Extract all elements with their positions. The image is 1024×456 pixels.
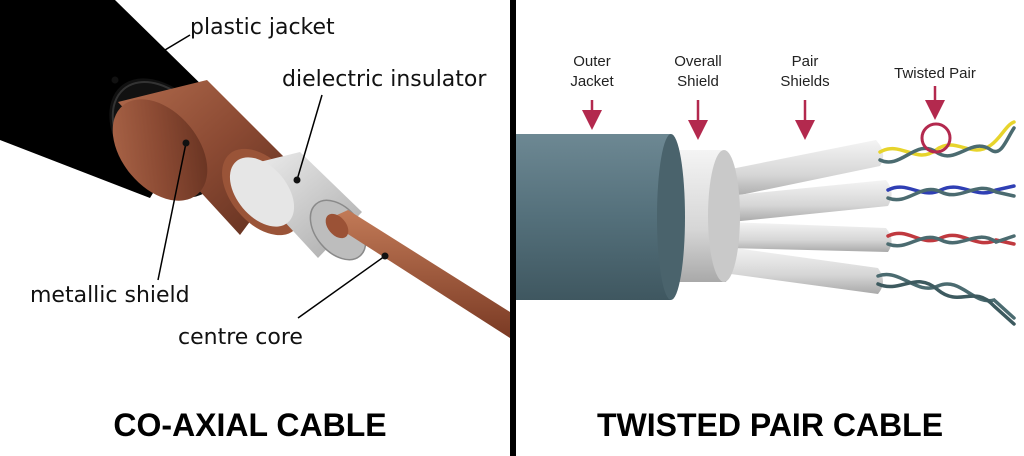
label-pair-shields-line1: Pair [792, 53, 819, 70]
wire-pair4-grey-a [876, 272, 1016, 320]
label-outer-jacket-line2: Jacket [570, 73, 614, 90]
outer-jacket-body [516, 134, 683, 300]
wire-pair1-yellow [878, 120, 1016, 157]
label-pair-shields-line2: Shields [780, 73, 829, 90]
pointer-arrows [582, 86, 945, 140]
label-metallic-shield: metallic shield [30, 283, 190, 308]
label-centre-core: centre core [178, 325, 303, 350]
pair-shield-3 [726, 222, 892, 252]
pair-shield-2 [726, 180, 892, 222]
wire-pair3-red [886, 231, 1016, 246]
coaxial-cable-diagram: plastic jacket dielectric insulator meta… [0, 0, 510, 443]
twisted-pair-highlight-circle [920, 122, 952, 154]
coaxial-cable-panel: plastic jacket dielectric insulator meta… [0, 0, 510, 456]
metallic-shield-back [112, 99, 208, 201]
wire-pair4-grey-b [876, 280, 1016, 326]
wire-pair3-grey [886, 234, 1016, 248]
wire-pair2-blue [886, 184, 1016, 195]
centre-core-end [325, 213, 349, 239]
pair-shield-4 [716, 246, 883, 294]
twisted-pair-diagram: Outer Jacket Overall Shield Pair Shields… [516, 53, 1016, 443]
label-overall-shield-line2: Shield [677, 73, 719, 90]
panel-divider [510, 0, 516, 456]
marker-plastic-jacket [111, 76, 119, 84]
leader-lines [114, 34, 386, 319]
centre-core [326, 210, 510, 338]
label-plastic-jacket: plastic jacket [190, 15, 335, 40]
leader-metallic-shield [157, 142, 187, 281]
twisted-pair-panel: Outer Jacket Overall Shield Pair Shields… [516, 0, 1024, 456]
dielectric-insulator-back [229, 157, 295, 227]
marker-metallic-shield [182, 139, 190, 147]
pair-shield-1 [716, 140, 884, 198]
label-overall-shield-line1: Overall [674, 53, 722, 70]
wire-pair1-grey [878, 126, 1016, 164]
wire-pair2-grey [886, 186, 1016, 202]
twisted-wires [876, 120, 1016, 326]
label-outer-jacket-line1: Outer [573, 53, 611, 70]
leader-centre-core [297, 255, 386, 319]
leader-plastic-jacket [114, 34, 191, 81]
overall-shield-end [708, 150, 740, 282]
caption-twisted-pair-cable: TWISTED PAIR CABLE [597, 407, 943, 443]
label-twisted-pair: Twisted Pair [894, 65, 976, 82]
marker-dielectric-insulator [293, 176, 301, 184]
marker-centre-core [381, 252, 389, 260]
label-dielectric-insulator: dielectric insulator [282, 67, 487, 92]
pair-shields [716, 140, 892, 294]
outer-jacket-end [657, 134, 685, 300]
caption-coaxial-cable: CO-AXIAL CABLE [113, 407, 386, 443]
leader-dielectric-insulator [296, 94, 323, 181]
